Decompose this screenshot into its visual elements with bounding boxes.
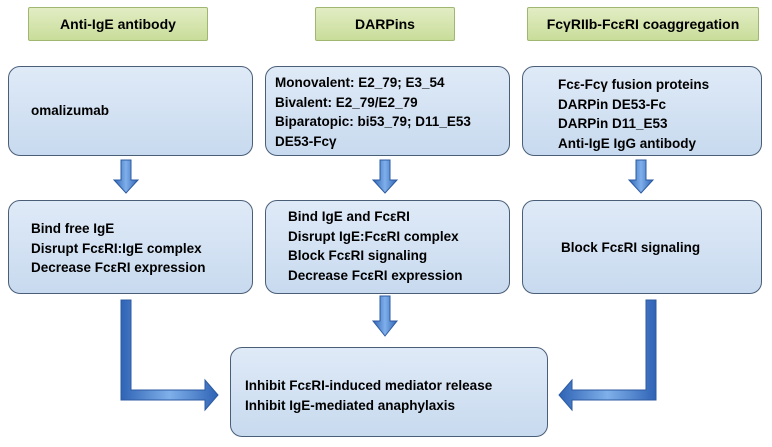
box-line: Monovalent: E2_79; E3_54 (275, 75, 445, 90)
header-anti-ige-antibody: Anti-IgE antibody (28, 7, 208, 41)
box-line: Bind IgE and FcεRI (288, 209, 410, 224)
box-line: Fcε-Fcγ fusion proteins (558, 77, 710, 92)
box-anti-ige-mechanism: Bind free IgE Disrupt FcεRI:IgE complex … (8, 200, 253, 294)
box-line: Anti-IgE IgG antibody (558, 135, 696, 151)
box-line: Disrupt IgE:FcεRI complex (288, 228, 459, 244)
box-omalizumab: omalizumab (8, 66, 253, 156)
box-line: DE53-Fcγ (275, 133, 337, 149)
box-line: Decrease FcεRI expression (31, 260, 206, 275)
header-label: Anti-IgE antibody (60, 16, 176, 32)
box-coaggregation-agents: Fcε-Fcγ fusion proteins DARPin DE53-Fc D… (522, 66, 762, 156)
box-line: Bivalent: E2_79/E2_79 (275, 94, 418, 110)
box-line: Biparatopic: bi53_79; D11_E53 (275, 114, 471, 129)
box-line: Inhibit FcεRI-induced mediator release (245, 378, 493, 393)
box-coaggregation-mechanism: Block FcεRI signaling (522, 200, 762, 294)
down-arrow-middle-outcome (371, 295, 399, 337)
elbow-arrow-left (120, 299, 219, 412)
box-line: Disrupt FcεRI:IgE complex (31, 240, 202, 256)
box-line: Bind free IgE (31, 221, 115, 236)
box-line: DARPin DE53-Fc (558, 96, 667, 112)
down-arrow-middle (371, 159, 399, 194)
box-line: Inhibit IgE-mediated anaphylaxis (245, 397, 456, 413)
header-label: DARPins (355, 16, 415, 32)
box-line: Block FcεRI signaling (288, 248, 428, 263)
header-fcgriib-coaggregation: FcγRIIb-FcεRI coaggregation (527, 7, 759, 41)
header-label: FcγRIIb-FcεRI coaggregation (546, 16, 740, 32)
box-line: Block FcεRI signaling (561, 240, 701, 255)
down-arrow-right (627, 159, 655, 194)
box-darpin-mechanism: Bind IgE and FcεRI Disrupt IgE:FcεRI com… (265, 200, 510, 294)
box-line: Decrease FcεRI expression (288, 267, 463, 283)
box-darpin-variants: Monovalent: E2_79; E3_54 Bivalent: E2_79… (265, 66, 510, 156)
down-arrow-left (112, 159, 140, 194)
box-outcome: Inhibit FcεRI-induced mediator release I… (230, 347, 548, 437)
elbow-arrow-right (558, 299, 657, 412)
header-darpins: DARPins (315, 7, 455, 41)
box-line: omalizumab (31, 103, 110, 118)
box-line: DARPin D11_E53 (558, 116, 668, 131)
